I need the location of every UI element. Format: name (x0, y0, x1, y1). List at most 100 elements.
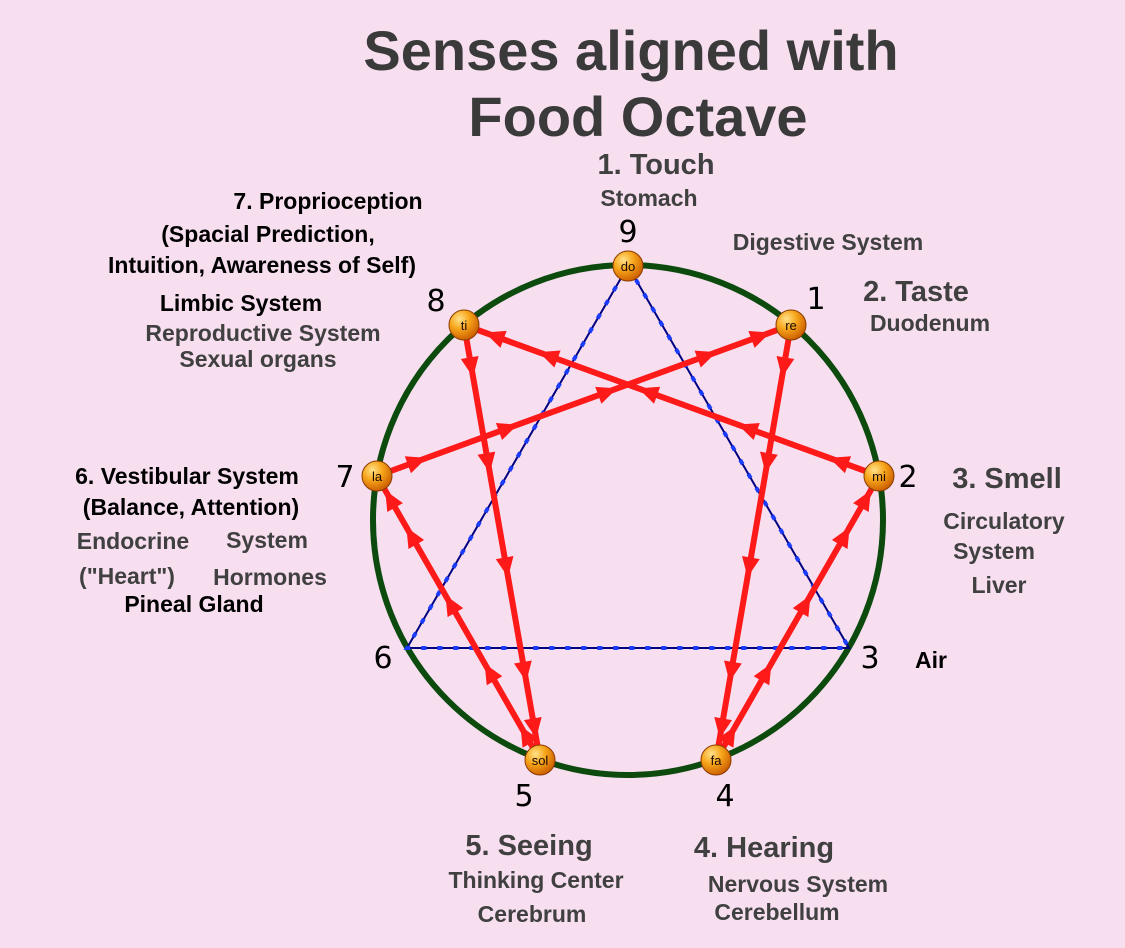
arrowhead-7-1-3 (694, 350, 717, 368)
note-label: mi (872, 469, 886, 484)
endocrine-label: Endocrine (77, 528, 189, 554)
smell-line-1: Circulatory (943, 508, 1065, 534)
point-8: ti 8 (426, 284, 480, 341)
arrowhead-4-2-1 (753, 663, 772, 686)
arrowhead-5-7-4 (385, 490, 403, 513)
arrowhead-1-4-0 (776, 355, 795, 378)
arrowhead-7-1-0 (404, 456, 427, 474)
title-line-1: Senses aligned with (363, 19, 898, 82)
point-number: 8 (426, 284, 445, 319)
hearing-sense-label: 4. Hearing (694, 832, 834, 864)
arrowhead-1-4-1 (760, 451, 778, 473)
point-5: sol 5 (514, 744, 556, 814)
point-number: 5 (514, 779, 533, 814)
arrowhead-4-2-4 (853, 490, 871, 513)
arrowhead-1-4-2 (742, 556, 760, 578)
reproductive-label: Reproductive System (145, 320, 380, 346)
point-number: 9 (618, 215, 637, 250)
arrowhead-5-7-2 (445, 595, 464, 618)
arrowhead-5-7-0 (520, 725, 539, 748)
arrowhead-7-1-4 (748, 330, 771, 348)
vestibular-line-2: (Balance, Attention) (83, 494, 299, 520)
arrowhead-2-8-4 (484, 330, 507, 348)
note-ball-mi (863, 460, 895, 492)
heart-label: ("Heart") (79, 563, 175, 589)
inner-triangle (403, 262, 853, 650)
pineal-label: Pineal Gland (124, 591, 263, 617)
point-number: 2 (898, 460, 917, 495)
note-label: ti (461, 318, 468, 333)
taste-organ-label: Duodenum (870, 310, 990, 336)
note-label: sol (532, 753, 549, 768)
arrowhead-7-1-2 (595, 386, 618, 404)
point-2: mi 2 (863, 460, 918, 495)
point-number: 7 (335, 460, 354, 495)
seeing-line-2: Cerebrum (478, 901, 587, 927)
seeing-sense-label: 5. Seeing (465, 830, 592, 862)
hormones-label: Hormones (213, 564, 327, 590)
note-ball-re (775, 309, 807, 341)
touch-sense-label: 1. Touch (597, 149, 714, 181)
hexad-line-5-7 (374, 473, 543, 763)
point-7: la 7 (335, 460, 393, 495)
touch-organ-label: Stomach (600, 185, 697, 211)
point-3: 3 (860, 641, 879, 676)
arrowhead-2-8-2 (638, 386, 661, 404)
hexad-line-4-2 (713, 473, 882, 763)
touch-system-label: Digestive System (733, 229, 923, 255)
endocrine-system-label: System (226, 527, 308, 553)
hexad-line-7-1 (374, 322, 794, 479)
arrowhead-2-8-1 (737, 423, 760, 440)
sexual-organs-label: Sexual organs (179, 346, 336, 372)
arrowhead-2-8-0 (829, 456, 852, 474)
title-line-2: Food Octave (468, 85, 807, 148)
taste-sense-label: 2. Taste (863, 276, 969, 308)
note-label: re (785, 318, 797, 333)
hearing-line-2: Cerebellum (714, 899, 839, 925)
seeing-line-1: Thinking Center (448, 867, 623, 893)
arrowhead-8-5-3 (514, 660, 532, 682)
arrowhead-8-5-2 (495, 556, 514, 578)
note-label: la (372, 469, 383, 484)
point-number: 6 (373, 641, 392, 676)
note-label: do (621, 259, 635, 274)
limbic-label: Limbic System (160, 290, 322, 316)
point-number: 1 (806, 282, 825, 317)
hexad-arrows (374, 322, 882, 763)
hexad-line-2-8 (461, 322, 882, 479)
arrowhead-4-2-2 (792, 595, 811, 618)
arrowhead-1-4-3 (724, 660, 742, 682)
vestibular-sense-label: 6. Vestibular System (75, 463, 299, 489)
note-ball-la (361, 460, 393, 492)
point-1: re 1 (775, 282, 826, 341)
note-ball-sol (524, 744, 556, 776)
hearing-line-1: Nervous System (708, 871, 888, 897)
arrowhead-4-2-0 (717, 725, 736, 748)
point-number: 4 (715, 779, 734, 814)
smell-sense-label: 3. Smell (952, 463, 1062, 495)
point-6: 6 (373, 641, 392, 676)
hexad-line-1-4 (713, 322, 794, 763)
note-ball-ti (448, 309, 480, 341)
proprioception-line-2: (Spacial Prediction, (161, 221, 374, 247)
air-label: Air (915, 647, 947, 673)
arrowhead-5-7-3 (406, 527, 425, 549)
note-ball-fa (700, 744, 732, 776)
arrowhead-8-5-4 (523, 716, 542, 739)
point-number: 3 (860, 641, 879, 676)
arrowhead-8-5-1 (477, 451, 496, 473)
proprioception-sense-label: 7. Proprioception (233, 188, 422, 214)
point-4: fa 4 (700, 744, 735, 814)
outer-circle (370, 262, 886, 778)
arrowhead-5-7-1 (484, 663, 503, 686)
smell-line-2: System (953, 538, 1035, 564)
arrowhead-1-4-4 (714, 717, 733, 739)
arrowhead-4-2-3 (831, 527, 850, 549)
arrowhead-7-1-1 (495, 423, 518, 440)
point-9: do 9 (612, 215, 644, 282)
proprioception-line-3: Intuition, Awareness of Self) (108, 252, 416, 278)
note-ball-do (612, 250, 644, 282)
arrowhead-2-8-3 (538, 350, 561, 368)
smell-line-3: Liver (972, 572, 1027, 598)
hexad-line-8-5 (461, 322, 543, 763)
